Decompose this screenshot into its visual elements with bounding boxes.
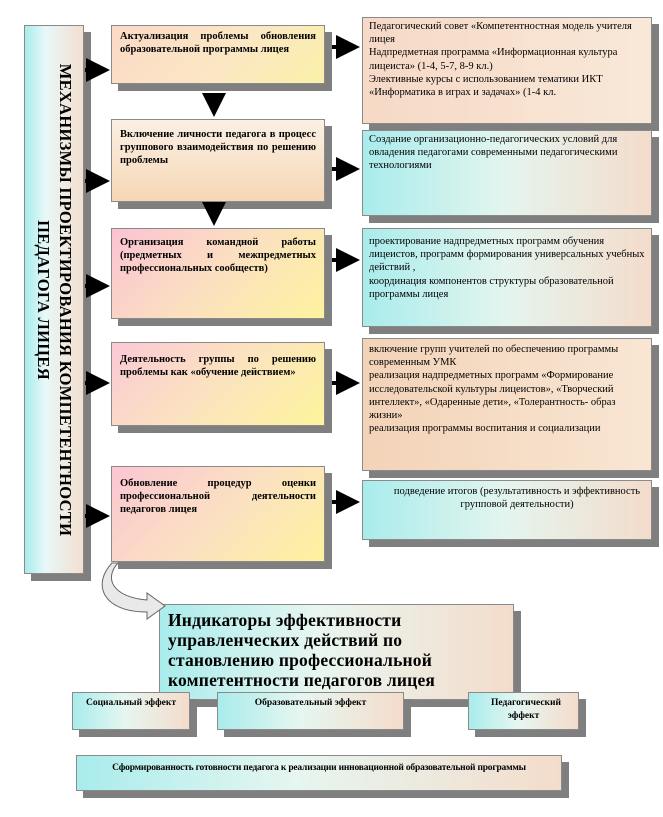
mechanism-label: Деятельность группы по решению проблемы … — [120, 354, 316, 378]
mechanism-box-teamwork: Организация командной работы (предметных… — [111, 228, 325, 319]
result-box: Сформированность готовности педагога к р… — [76, 755, 562, 791]
description-box-actualization: Педагогический совет «Компетентностная м… — [362, 17, 652, 124]
mechanism-label: Включение личности педагога в процесс гр… — [120, 129, 316, 166]
mechanism-box-evaluation: Обновление процедур оценки профессиональ… — [111, 466, 325, 562]
description-line: Элективные курсы с использованием темати… — [369, 73, 603, 85]
effect-label: Социальный эффект — [85, 698, 177, 708]
description-box-group-activity: включение групп учителей по обеспечению … — [362, 338, 652, 471]
effect-label: Образовательный эффект — [254, 698, 367, 708]
mechanism-label: Организация командной работы (предметных… — [120, 237, 316, 274]
description-box-teamwork: проектирование надпредметных программ об… — [362, 228, 652, 327]
effect-social: Социальный эффект — [72, 692, 190, 730]
effect-educational: Образовательный эффект — [217, 692, 404, 730]
mechanism-label: Обновление процедур оценки профессиональ… — [120, 478, 316, 515]
description-box-evaluation: подведение итогов (результативность и эф… — [362, 480, 652, 540]
mechanisms-title-box: МЕХАНИЗМЫ ПРОЕКТИРОВАНИЯ КОМПЕТЕНТНОСТИ … — [24, 25, 84, 574]
description-line: проектирование надпредметных программ об… — [369, 236, 645, 274]
effect-label: Педагогический эффект — [491, 698, 561, 721]
description-line: Педагогический совет «Компетентностная м… — [369, 21, 632, 46]
mechanism-box-actualization: Актуализация проблемы обновления образов… — [111, 25, 325, 84]
description-line: реализация надпредметных программ «Форми… — [369, 370, 616, 422]
indicators-title: Индикаторы эффективности управленческих … — [168, 610, 436, 690]
mechanism-box-inclusion: Включение личности педагога в процесс гр… — [111, 119, 325, 202]
description-line: включение групп учителей по обеспечению … — [369, 344, 619, 369]
description-line: Надпредметная программа «Информационная … — [369, 47, 618, 72]
description-line: реализация программы воспитания и социал… — [369, 423, 601, 435]
indicators-box: Индикаторы эффективности управленческих … — [159, 604, 514, 700]
curved-arrow-icon — [101, 562, 166, 620]
effect-pedagogical: Педагогический эффект — [468, 692, 579, 730]
description-line: Создание организационно-педагогических у… — [369, 134, 618, 172]
description-line: координация компонентов структуры образо… — [369, 275, 614, 300]
description-line: «Информатика в играх и задачах» (1-4 кл. — [369, 87, 557, 99]
description-line: подведение итогов (результативность и эф… — [393, 486, 641, 511]
description-box-inclusion: Создание организационно-педагогических у… — [362, 130, 652, 216]
result-label: Сформированность готовности педагога к р… — [112, 763, 526, 773]
mechanism-box-group-activity: Деятельность группы по решению проблемы … — [111, 342, 325, 426]
mechanism-label: Актуализация проблемы обновления образов… — [120, 31, 316, 55]
mechanisms-title: МЕХАНИЗМЫ ПРОЕКТИРОВАНИЯ КОМПЕТЕНТНОСТИ … — [34, 63, 75, 536]
